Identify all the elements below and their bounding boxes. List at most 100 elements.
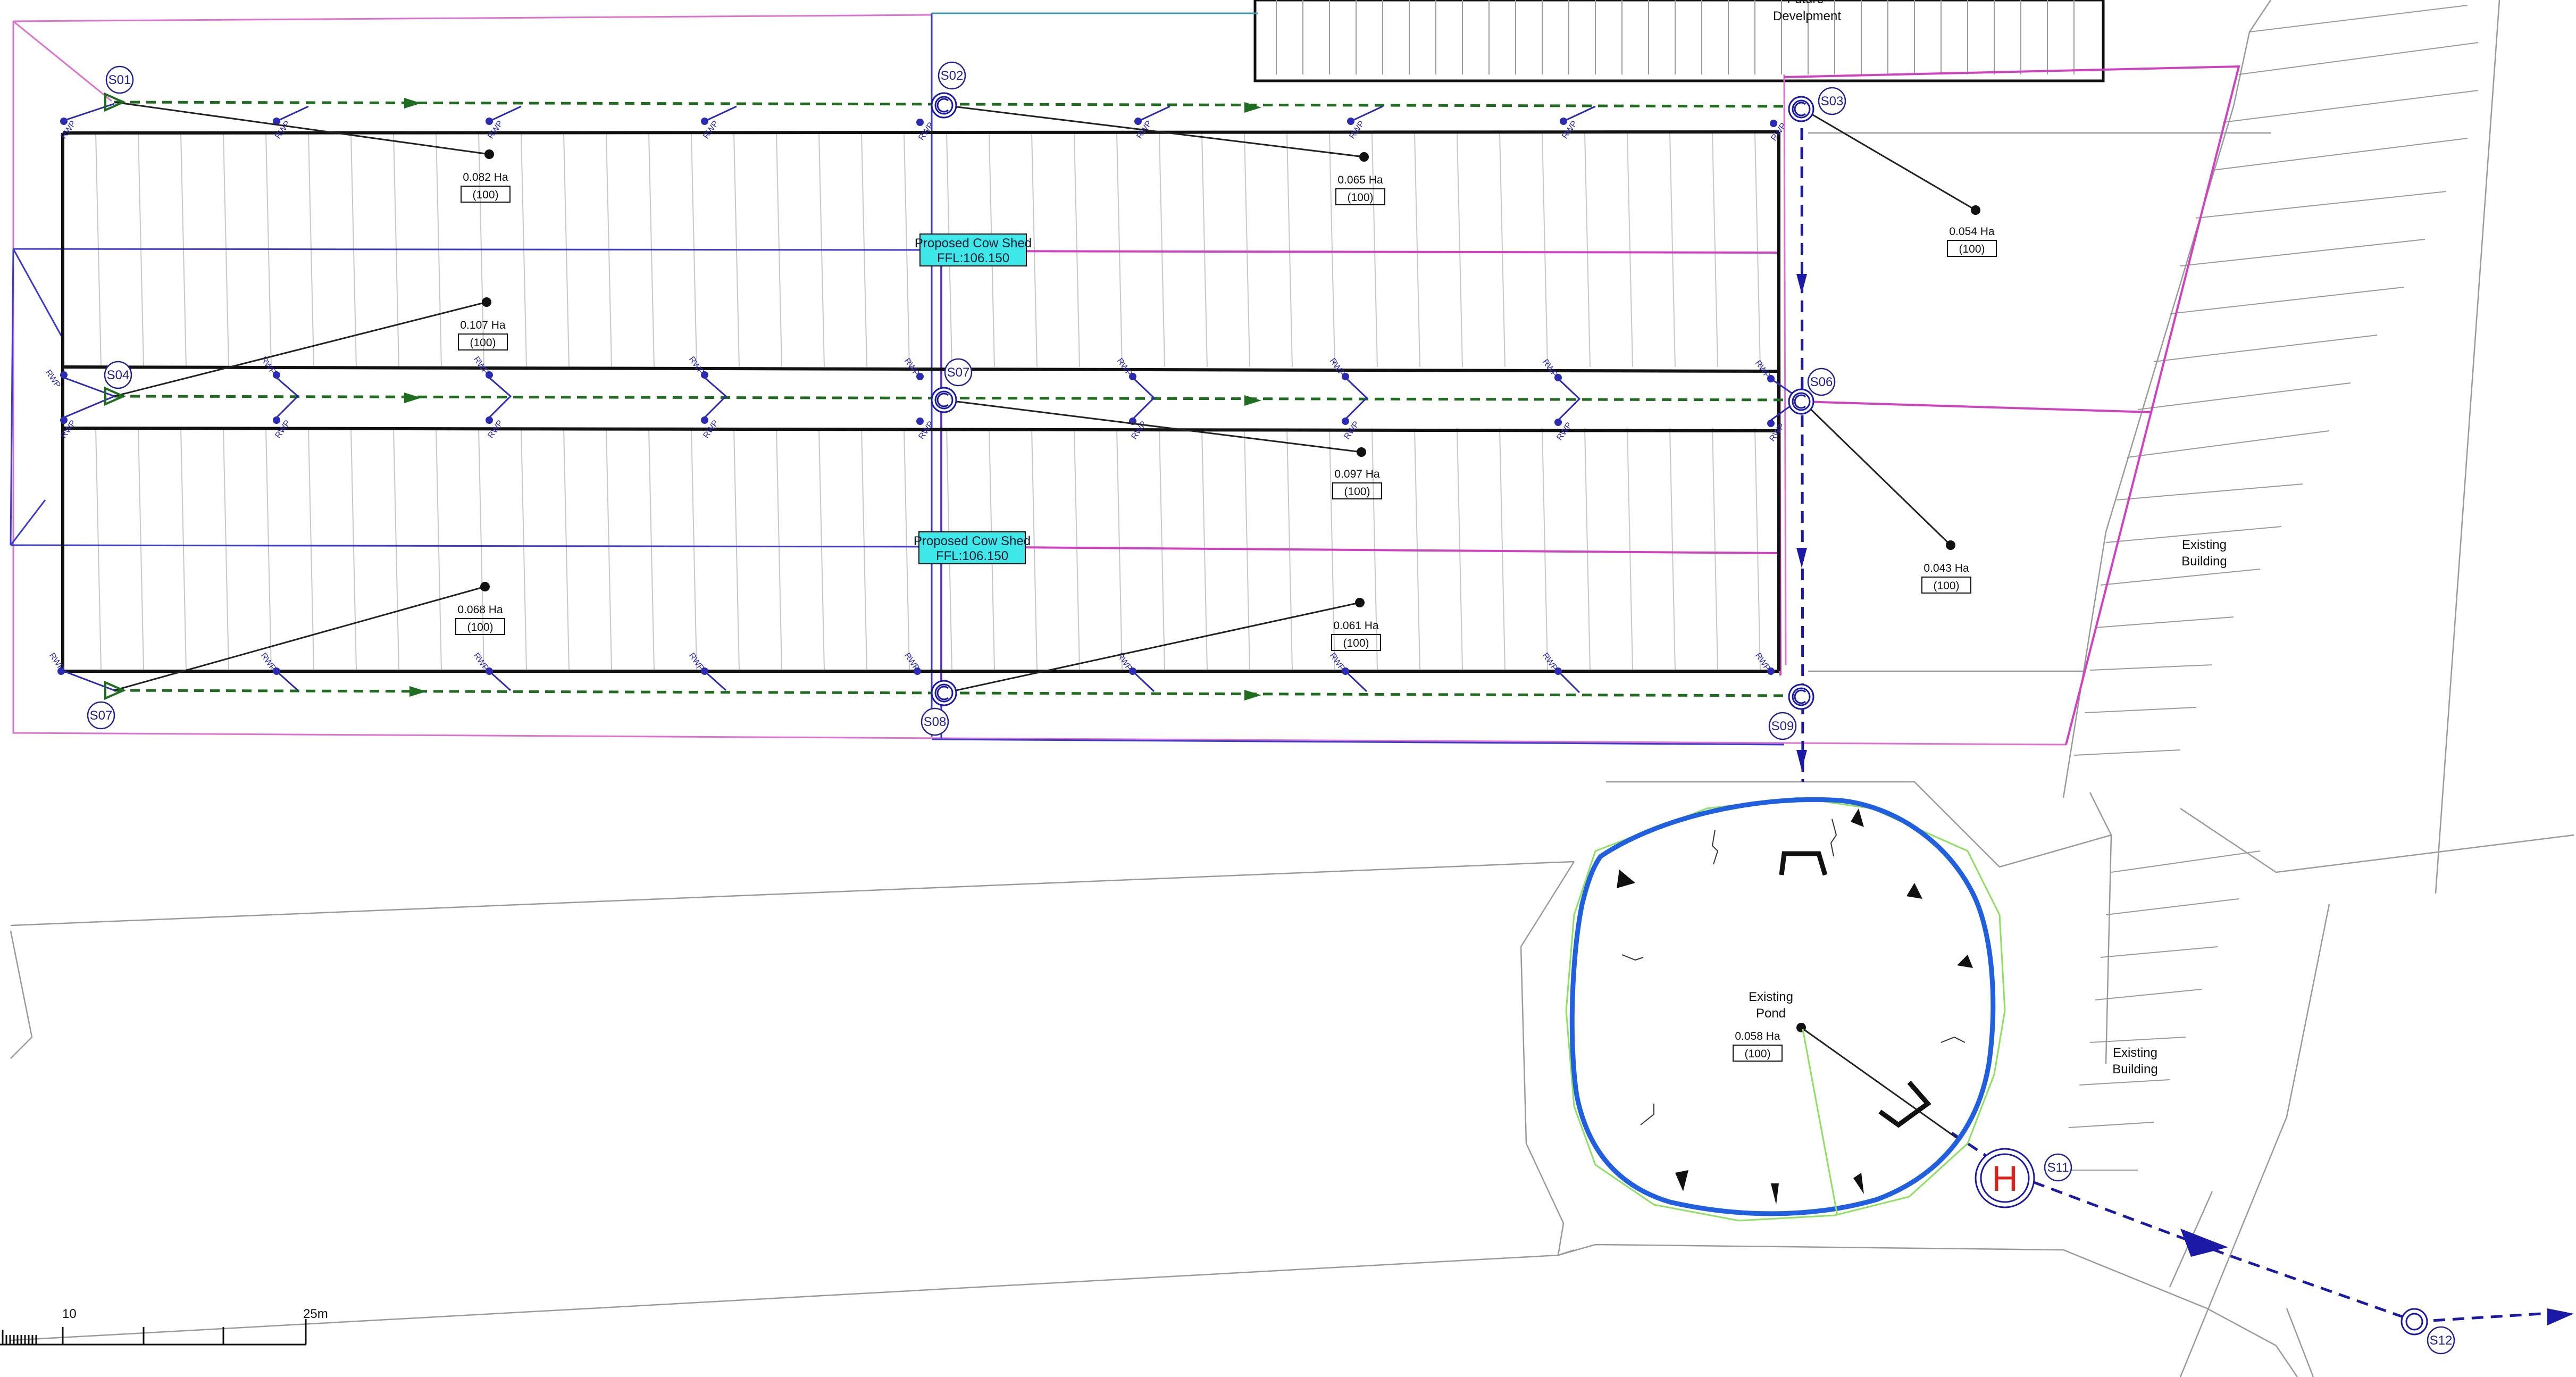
catchment-label-8: 0.061 Ha (100) [1331,620,1381,651]
existing-pond [1565,797,2006,1222]
catchment-pimp: (100) [472,189,498,201]
node-id: S07 [947,365,970,380]
node-label-s11: S11 [2044,1153,2072,1182]
inlet-s07-icon [104,680,126,700]
node-label-s01: S01 [105,65,134,94]
manhole-s09 [1788,683,1814,710]
cow-shed-ffl: FFL:106.150 [937,251,1009,265]
catchment-area: 0.061 Ha [1333,620,1379,632]
node-id: S06 [1810,375,1833,389]
scale-tick-10: 10 [62,1307,77,1321]
existing-building-2-line2: Building [2112,1062,2157,1076]
node-id: S12 [2430,1333,2453,1348]
pink-outline [12,14,2067,746]
node-label-s06: S06 [1807,368,1836,396]
inlet-s04-icon [104,386,126,406]
catchment-area: 0.082 Ha [463,171,508,183]
foul-flow-arrows [404,98,1261,700]
manhole-s07-mid [931,387,957,413]
site-boundary-lines [10,0,2574,1377]
node-label-s02: S02 [938,61,966,90]
pond-bank-ticks [1617,808,1973,1205]
node-id: S02 [941,69,964,83]
manhole-s02 [931,92,957,119]
node-label-s03: S03 [1818,87,1846,115]
catchment-label-3: 0.054 Ha (100) [1947,226,1997,257]
storm-flow-arrows [1796,274,2574,1325]
node-id: S03 [1821,94,1844,109]
catchment-label-1: 0.082 Ha (100) [461,171,511,203]
node-id: S07 [90,708,113,723]
existing-building-hatch [2058,5,2479,1171]
pond-green-link [1802,1029,1838,1216]
existing-building-2-line1: Existing [2113,1046,2157,1060]
catchment-pimp: (100) [1344,486,1370,498]
catchment-pimp: (100) [470,337,496,349]
catchment-pimp: (100) [1343,637,1369,649]
catchment-pimp: (100) [1347,191,1373,204]
outlet-headwall-icon [1878,1081,1931,1128]
existing-pond-line1: Existing [1749,990,1793,1004]
future-development-label: Develpment [1773,9,1841,23]
catchment-label-5: 0.097 Ha (100) [1332,468,1382,499]
scale-tick-25: 25m [303,1307,328,1321]
node-id: S11 [2047,1161,2069,1175]
node-label-s09: S09 [1768,712,1797,740]
catchment-pimp: (100) [467,621,493,633]
catchment-label-7: 0.068 Ha (100) [455,604,505,635]
future-label-fragment: Future [1787,0,1824,6]
rwp-label: RWP [44,369,62,390]
existing-pond-line2: Pond [1756,1006,1786,1021]
cow-shed-title: Proposed Cow Shed [914,534,1031,548]
catchment-area: 0.068 Ha [457,604,503,616]
node-label-s08: S08 [921,707,949,736]
catchment-label-4: 0.107 Ha (100) [458,319,508,350]
catchment-pimp: (100) [1933,580,1959,592]
node-id: S08 [924,715,947,729]
catchment-area: 0.065 Ha [1337,174,1383,186]
cow-shed-outlines [61,130,1780,673]
storm-pipes [1800,109,2542,1323]
pond-bank-scribbles [1621,819,1966,1125]
rwp-labels: RWP RWP RWP RWP RWP RWP RWP RWP RWP RWP … [44,119,1788,672]
catchment-area: 0.054 Ha [1949,226,1995,238]
catchment-area: 0.097 Ha [1334,468,1380,480]
node-label-s07-mid: S07 [944,358,973,387]
pond-inner-line [1569,797,1996,1216]
hydrobrake-symbol: H [1992,1158,2018,1199]
manhole-s08 [931,680,957,706]
future-development-block [1253,0,2105,82]
cow-shed-label-2: Proposed Cow Shed FFL:106.150 [914,531,1031,564]
cow-shed-title: Proposed Cow Shed [915,236,1032,251]
existing-building-1-line1: Existing [2182,538,2227,552]
manhole-s03 [1788,96,1814,122]
catchment-label-2: 0.065 Ha (100) [1335,174,1385,205]
hydrobrake-s11: H [1975,1148,2035,1208]
inlet-headwall-icon [1779,851,1828,876]
rwp-points [57,118,1777,675]
cow-shed-roof-hatch [95,132,1761,671]
node-label-s04: S04 [104,361,132,389]
catchment-leaders [114,101,1976,1139]
catchment-pimp: (100) [1744,1048,1770,1060]
manhole-s06 [1788,388,1814,415]
magenta-outline [940,65,2240,745]
catchment-area: 0.107 Ha [460,319,506,331]
cow-shed-label-1: Proposed Cow Shed FFL:106.150 [915,233,1032,266]
node-id: S04 [107,368,130,382]
catchment-area: 0.043 Ha [1923,562,1969,574]
catchment-label-9: 0.058 Ha (100) [1733,1030,1783,1062]
node-label-s12: S12 [2427,1326,2455,1355]
inlet-s01-icon [104,92,126,112]
outfall-s12 [2401,1308,2428,1336]
catchment-area: 0.058 Ha [1735,1030,1780,1042]
catchment-pimp: (100) [1959,243,1985,255]
catchment-points [480,149,1980,1032]
scale-bar [0,1319,307,1346]
node-id: S09 [1771,719,1794,733]
catchment-label-6: 0.043 Ha (100) [1921,562,1971,594]
existing-building-1-line2: Building [2181,554,2227,569]
pond-outer-line [1565,797,2006,1222]
blue-outline [10,13,1785,746]
node-label-s07-bottom: S07 [87,701,115,730]
